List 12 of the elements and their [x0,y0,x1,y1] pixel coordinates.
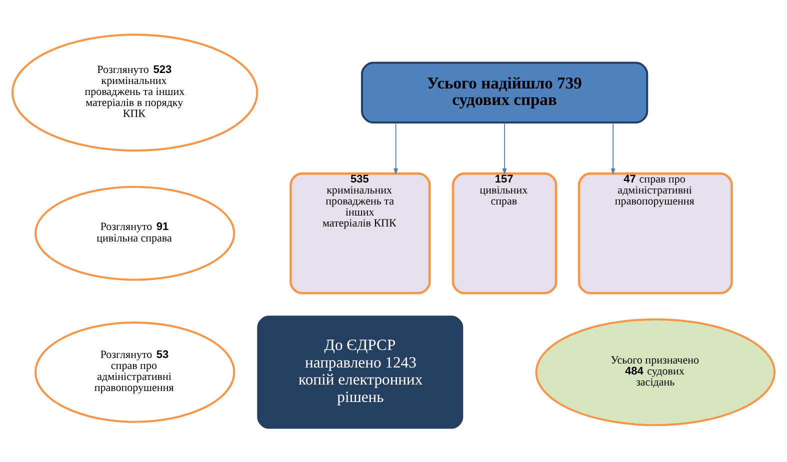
node-ellipse: Усього призначено 484 судових засідань [535,318,776,426]
node-ellipse: Розглянуто 53 справ про адміністративні правопорушення [34,321,236,422]
node-ellipse: Розглянуто 91 цивільна справа [34,185,236,280]
arrow [502,122,507,174]
node-box: 157 цивільних справ [452,172,558,294]
arrow [610,122,616,174]
node-ellipse: Розглянуто 523 кримінальних проваджень та інших матеріалів в порядку КПК [12,33,258,152]
arrow [394,122,398,174]
node-box: Усього надійшло 739 судових справ [360,61,648,124]
node-box: 47 справ про адміністративні правопорушення [578,172,733,294]
node-box: До ЄДРСР направлено 1243 копій електронних рішень [257,315,464,428]
node-box: 535 кримінальних проваджень та інших матеріалів КПК [290,172,431,294]
